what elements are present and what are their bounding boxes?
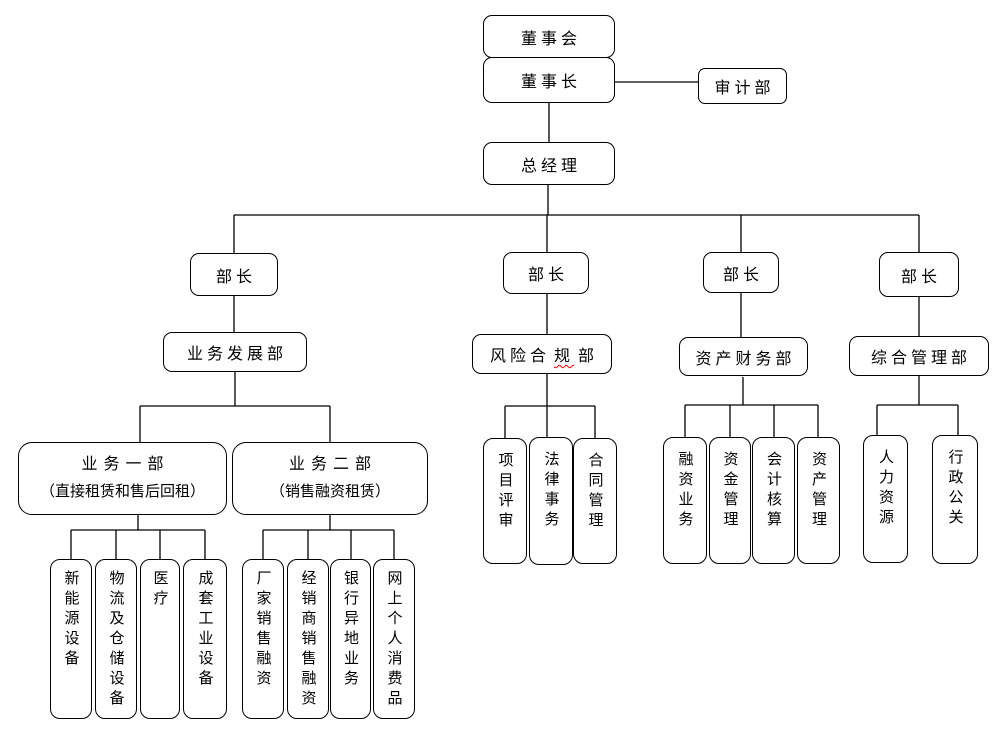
node-accounting: 会计核算	[752, 437, 795, 564]
node-asset-finance-dept: 资产财务部	[679, 337, 808, 376]
node-dealer-sales-financing: 经销商销售融资	[287, 559, 329, 719]
node-minister-1: 部长	[190, 253, 278, 296]
connector-staff-branches	[504, 373, 959, 438]
node-general-manager: 总经理	[483, 142, 615, 185]
risk-compliance-label-post: 部	[578, 348, 599, 365]
connector-top-level	[233, 81, 920, 337]
node-asset-management: 资产管理	[797, 437, 840, 564]
node-fund-management: 资金管理	[709, 437, 751, 564]
node-general-admin-dept: 综合管理部	[849, 336, 989, 376]
node-board-of-directors: 董事会	[483, 15, 615, 58]
business-unit-2-title: 业务二部	[288, 456, 377, 473]
business-unit-1-title: 业务一部	[81, 456, 170, 473]
connector-business-branch	[70, 372, 395, 559]
node-logistics-warehouse-equipment: 物流及仓储设备	[95, 559, 137, 719]
node-project-review: 项目评审	[483, 438, 527, 564]
node-minister-4: 部长	[879, 252, 959, 297]
node-admin-public-relations: 行政公关	[932, 435, 978, 564]
node-legal-affairs: 法律事务	[529, 437, 573, 565]
node-online-consumer-goods: 网上个人消费品	[373, 559, 415, 719]
node-financing-business: 融资业务	[663, 437, 707, 564]
node-chairman: 董事长	[483, 57, 615, 103]
node-medical: 医疗	[140, 559, 180, 719]
business-unit-1-subtitle: （直接租赁和售后回租）	[39, 483, 205, 500]
node-risk-compliance-dept: 风险合规部	[472, 334, 612, 374]
node-manufacturer-sales-financing: 厂家销售融资	[242, 559, 284, 719]
node-bank-remote-business: 银行异地业务	[330, 559, 371, 719]
node-business-development-dept: 业务发展部	[163, 332, 307, 372]
node-business-unit-2: 业务二部 （销售融资租赁）	[232, 442, 428, 515]
node-new-energy-equipment: 新能源设备	[50, 559, 92, 719]
misspelled-char: 规	[553, 348, 574, 365]
node-human-resources: 人力资源	[863, 435, 908, 563]
node-audit-department: 审计部	[698, 68, 787, 104]
node-minister-2: 部长	[503, 252, 589, 294]
business-unit-2-subtitle: （销售融资租赁）	[269, 483, 390, 500]
risk-compliance-label-pre: 风险合	[489, 348, 550, 365]
node-contract-management: 合同管理	[573, 438, 617, 564]
node-minister-3: 部长	[703, 252, 779, 293]
node-industrial-equipment-sets: 成套工业设备	[183, 559, 227, 719]
node-business-unit-1: 业务一部 （直接租赁和售后回租）	[18, 442, 227, 515]
